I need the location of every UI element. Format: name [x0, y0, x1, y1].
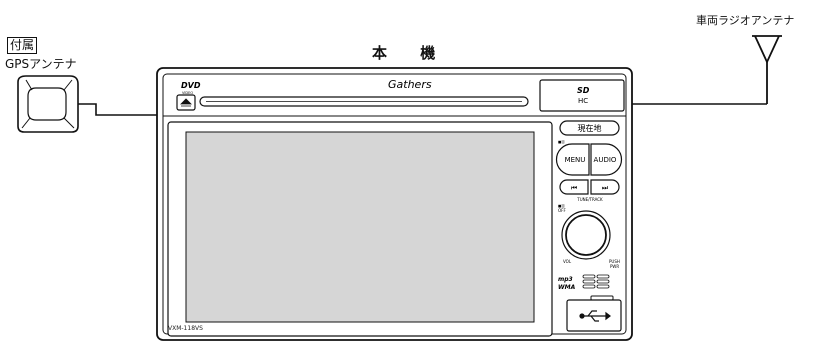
- volume-knob[interactable]: [565, 214, 607, 256]
- menu-label: MENU: [565, 156, 586, 164]
- current-location-button[interactable]: [559, 120, 620, 136]
- prev-track-icon: ⏮: [571, 184, 577, 192]
- prev-track-button[interactable]: [559, 179, 589, 195]
- disc-slot: [199, 96, 529, 107]
- sd-card-slot[interactable]: SD HC: [539, 79, 625, 112]
- sd-sub-logo: HC: [578, 97, 588, 105]
- radio-antenna-icon: [752, 35, 782, 104]
- brand-logo: Gathers: [388, 78, 432, 91]
- sd-logo: SD: [577, 86, 590, 95]
- gps-accessory-tag: 付属: [7, 37, 38, 54]
- dvd-logo: DVD: [181, 81, 201, 90]
- radio-antenna-label: 車両ラジオアンテナ: [696, 14, 795, 27]
- off-small-mark: ■目: [558, 203, 565, 208]
- eject-button[interactable]: [176, 94, 196, 111]
- wma-logo: WMA: [558, 284, 576, 291]
- control-panel: 現在地 ■目 MENU AUDIO ⏮ ⏭ TUNE/TRACK ■目 OFF …: [555, 120, 623, 332]
- speaker-grille-icon: [582, 274, 610, 289]
- next-track-button[interactable]: [590, 179, 620, 195]
- vol-label: VOL: [563, 259, 572, 264]
- tune-track-label: TUNE/TRACK: [576, 197, 603, 202]
- off-label: OFF: [558, 208, 566, 213]
- usb-icon: [579, 310, 611, 322]
- display-screen[interactable]: [185, 131, 535, 323]
- audio-button[interactable]: [590, 143, 623, 176]
- gps-antenna-icon: [17, 75, 79, 133]
- next-track-icon: ⏭: [602, 184, 609, 192]
- mp3-logo: mp3: [558, 276, 573, 283]
- menu-button[interactable]: [555, 143, 590, 176]
- unit-title: 本 機: [372, 44, 450, 62]
- gps-antenna-label: GPSアンテナ: [5, 57, 77, 71]
- current-location-label: 現在地: [578, 123, 602, 133]
- model-name: VXM-118VS: [168, 325, 203, 332]
- push-label: PUSH: [609, 259, 620, 264]
- menu-small-mark: ■目: [558, 139, 565, 144]
- pwr-label: PWR: [610, 264, 619, 269]
- dvd-sub-logo: VIDEO: [182, 91, 193, 95]
- gps-cable: [78, 103, 163, 116]
- audio-label: AUDIO: [594, 156, 617, 164]
- eject-icon: [180, 98, 192, 107]
